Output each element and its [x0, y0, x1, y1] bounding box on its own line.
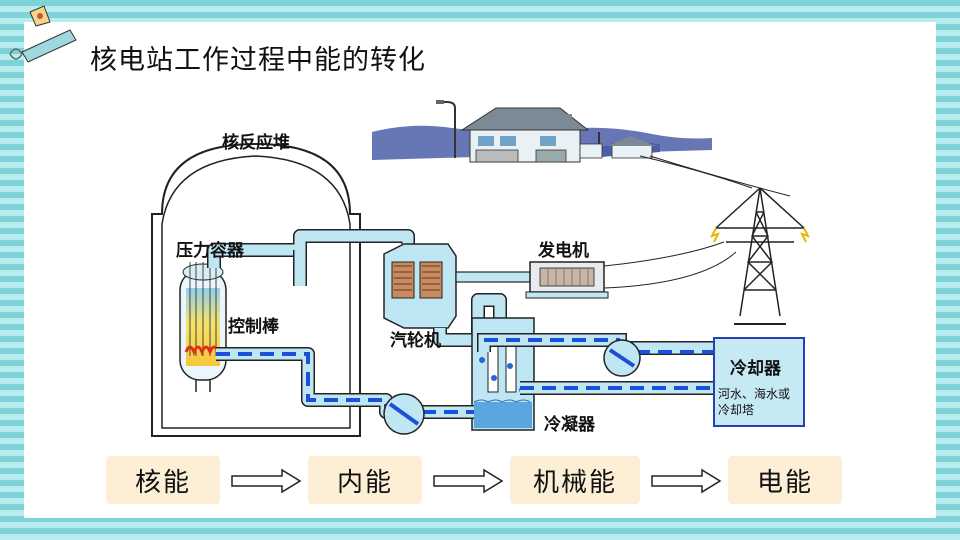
- street-lamp: [441, 101, 456, 158]
- flow-arrow-icon: [231, 468, 302, 494]
- label-turbine: 汽轮机: [390, 331, 441, 351]
- flow-arrow-icon: [651, 468, 722, 494]
- pressure-vessel: [179, 262, 227, 392]
- cooler-box: [713, 337, 805, 427]
- flow-step-thermal: 内能: [308, 456, 422, 504]
- label-cooler-sub-1: 河水、海水或: [718, 387, 791, 401]
- label-cooler: 冷却器: [730, 359, 781, 379]
- generator: [525, 261, 609, 299]
- power-line: [639, 155, 753, 189]
- label-reactor: 核反应堆: [222, 133, 290, 153]
- flow-step-mechanical: 机械能: [510, 456, 640, 504]
- transmission-tower-icon: [715, 187, 805, 325]
- decorative-logo-icon: [9, 5, 77, 63]
- flow-arrow-icon: [433, 468, 504, 494]
- label-cooler-sub-2: 冷却塔: [718, 403, 755, 417]
- label-control-rods: 控制棒: [228, 317, 279, 337]
- turbine-shaft: [455, 271, 531, 283]
- flow-step-nuclear: 核能: [106, 456, 220, 504]
- house-icon: [460, 107, 656, 163]
- turbine: [383, 243, 457, 329]
- page-title: 核电站工作过程中能的转化: [90, 45, 426, 76]
- label-condenser: 冷凝器: [544, 415, 595, 435]
- flow-step-electric: 电能: [728, 456, 842, 504]
- label-pressure-vessel: 压力容器: [176, 241, 244, 261]
- label-generator: 发电机: [538, 241, 589, 261]
